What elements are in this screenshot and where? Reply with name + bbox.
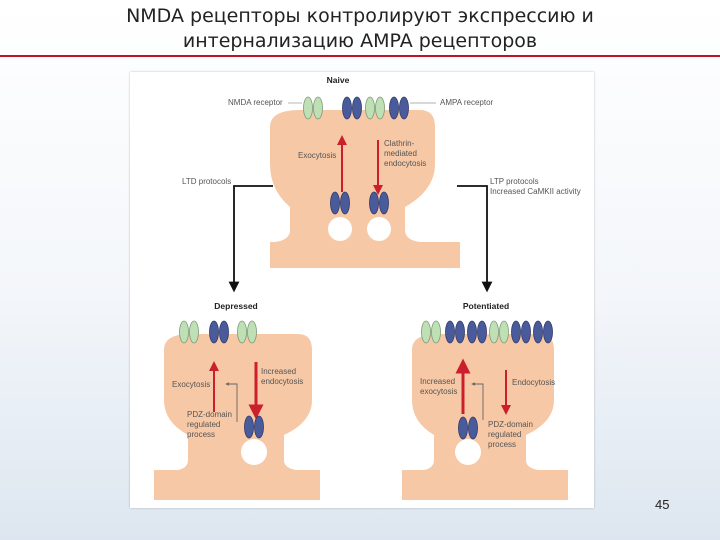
potentiated-exocytosis-label-1: Increased	[420, 377, 455, 386]
depressed-exocytosis-label: Exocytosis	[172, 380, 210, 389]
slide-title: NMDA рецепторы контролируют экспрессию и…	[70, 4, 650, 54]
title-divider	[0, 55, 720, 57]
depressed-nmda-receptor	[189, 320, 199, 344]
potentiated-ampa-receptor	[445, 320, 455, 344]
naive-vesicle	[328, 217, 352, 241]
potentiated-exocytosis-label-2: exocytosis	[420, 387, 457, 396]
depressed-nmda-receptor	[237, 320, 247, 344]
potentiated-panel: Potentiated Increased exocytosis Endocyt…	[402, 301, 568, 500]
naive-nmda-label: NMDA receptor	[228, 98, 283, 107]
ltp-label-1: LTP protocols	[490, 177, 539, 186]
depressed-title: Depressed	[214, 301, 257, 311]
depressed-vesicle-ampa	[244, 415, 254, 439]
naive-vesicle-ampa	[369, 191, 379, 215]
depressed-endocytosis-label-2: endocytosis	[261, 377, 303, 386]
naive-vesicle-ampa	[340, 191, 350, 215]
receptor-trafficking-figure: Naive NMDA receptor AMPA receptor Exocyt…	[130, 72, 594, 508]
naive-title: Naive	[327, 75, 350, 85]
slide-title-line-2: интернализацию AMPA рецепторов	[182, 30, 538, 52]
potentiated-title: Potentiated	[463, 301, 509, 311]
depressed-vesicle	[241, 439, 267, 465]
potentiated-vesicle-ampa	[468, 416, 478, 440]
naive-nmda-receptor	[375, 96, 385, 120]
potentiated-ampa-receptor	[543, 320, 553, 344]
naive-ampa-receptor	[399, 96, 409, 120]
depressed-nmda-receptor	[179, 320, 189, 344]
potentiated-ampa-receptor	[521, 320, 531, 344]
potentiated-vesicle	[455, 439, 481, 465]
naive-spine	[270, 110, 460, 268]
receptor-diagram: Naive NMDA receptor AMPA receptor Exocyt…	[154, 75, 581, 500]
naive-vesicle-ampa	[379, 191, 389, 215]
slide-title-line-1: NMDA рецепторы контролируют экспрессию и	[126, 5, 594, 27]
naive-panel: Naive NMDA receptor AMPA receptor Exocyt…	[228, 75, 494, 268]
potentiated-ampa-receptor	[467, 320, 477, 344]
naive-ampa-receptor	[352, 96, 362, 120]
potentiated-endocytosis-label: Endocytosis	[512, 378, 555, 387]
potentiated-ampa-receptor	[477, 320, 487, 344]
naive-endocytosis-label-2: mediated	[384, 149, 417, 158]
naive-nmda-receptor	[365, 96, 375, 120]
naive-vesicle-ampa	[330, 191, 340, 215]
ltd-transition-arrow	[228, 185, 273, 293]
potentiated-nmda-receptor	[489, 320, 499, 344]
potentiated-nmda-receptor	[499, 320, 509, 344]
naive-ampa-label: AMPA receptor	[440, 98, 494, 107]
ltp-label-2: Increased CaMKII activity	[490, 187, 581, 196]
naive-ampa-receptor	[342, 96, 352, 120]
potentiated-spine	[402, 334, 568, 500]
naive-endocytosis-label-1: Clathrin-	[384, 139, 415, 148]
depressed-ampa-receptor	[219, 320, 229, 344]
potentiated-vesicle-ampa	[458, 416, 468, 440]
depressed-panel: Depressed Exocytosis Increased endocytos…	[154, 301, 320, 500]
potentiated-pdz-label-3: process	[488, 440, 516, 449]
potentiated-ampa-receptor	[533, 320, 543, 344]
potentiated-ampa-receptor	[455, 320, 465, 344]
ltd-label: LTD protocols	[182, 177, 231, 186]
potentiated-pdz-arrow	[471, 382, 484, 420]
depressed-pdz-label-1: PDZ-domain	[187, 410, 232, 419]
naive-vesicle	[367, 217, 391, 241]
page-number: 45	[655, 497, 670, 512]
depressed-pdz-label-2: regulated	[187, 420, 220, 429]
potentiated-ampa-receptor	[511, 320, 521, 344]
naive-nmda-receptor	[303, 96, 313, 120]
naive-nmda-receptor	[313, 96, 323, 120]
depressed-vesicle-ampa	[254, 415, 264, 439]
potentiated-nmda-receptor	[431, 320, 441, 344]
depressed-pdz-label-3: process	[187, 430, 215, 439]
depressed-endocytosis-label-1: Increased	[261, 367, 296, 376]
ltp-transition-arrow	[457, 185, 493, 293]
naive-exocytosis-label: Exocytosis	[298, 151, 336, 160]
depressed-nmda-receptor	[247, 320, 257, 344]
potentiated-pdz-label-1: PDZ-domain	[488, 420, 533, 429]
potentiated-pdz-label-2: regulated	[488, 430, 521, 439]
potentiated-nmda-receptor	[421, 320, 431, 344]
depressed-pdz-arrow	[225, 382, 238, 422]
naive-endocytosis-label-3: endocytosis	[384, 159, 426, 168]
depressed-ampa-receptor	[209, 320, 219, 344]
naive-ampa-receptor	[389, 96, 399, 120]
